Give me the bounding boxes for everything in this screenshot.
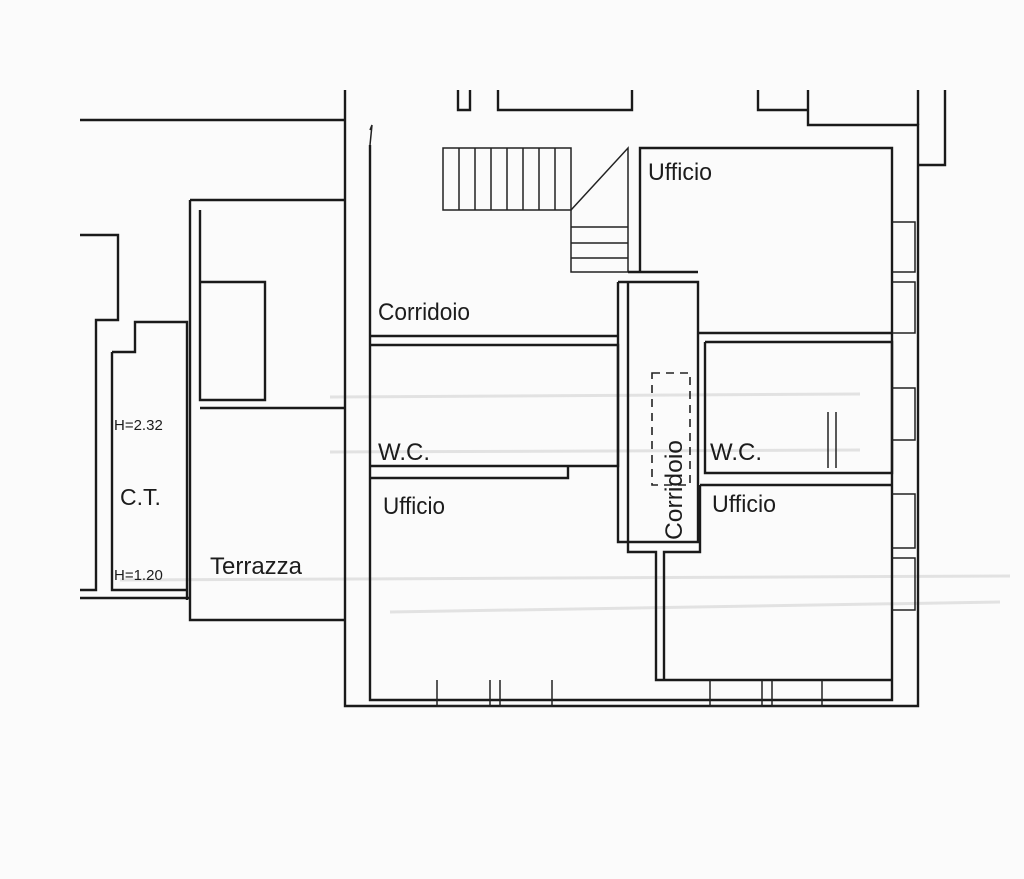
interior-walls bbox=[370, 270, 894, 682]
room-label-wc-right: W.C. bbox=[710, 439, 762, 466]
window-jambs bbox=[436, 221, 916, 707]
scan-artifacts bbox=[119, 392, 1011, 614]
outer-walls bbox=[80, 90, 947, 708]
room-labels: Ufficio Corridoio W.C. Corridoio W.C. Uf… bbox=[114, 159, 776, 584]
room-label-wc-left: W.C. bbox=[378, 439, 430, 466]
room-label-corridoio-vertical: Corridoio bbox=[661, 440, 688, 540]
room-label-corridoio: Corridoio bbox=[378, 299, 470, 326]
room-label-ufficio-top: Ufficio bbox=[648, 159, 712, 186]
height-label-top: H=2.32 bbox=[114, 417, 163, 434]
room-label-ct: C.T. bbox=[120, 484, 161, 510]
staircase bbox=[442, 146, 629, 273]
room-label-ufficio-right: Ufficio bbox=[712, 491, 776, 518]
room-label-ufficio-left: Ufficio bbox=[383, 493, 445, 520]
height-label-bottom: H=1.20 bbox=[114, 567, 163, 584]
room-label-terrazza: Terrazza bbox=[210, 553, 303, 580]
